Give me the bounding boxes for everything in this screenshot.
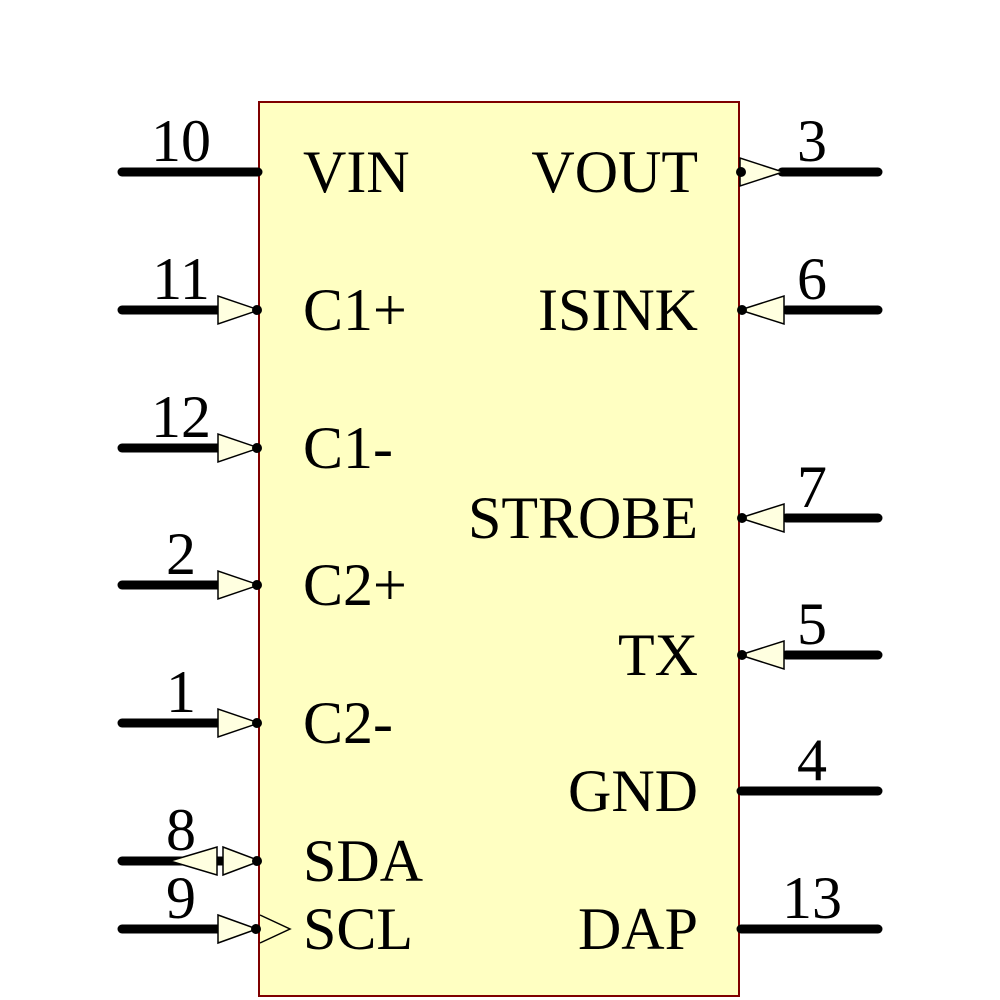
pin-dot <box>252 718 262 728</box>
pin-number-dap: 13 <box>782 865 842 931</box>
pin-label-c2plus: C2+ <box>303 552 407 618</box>
component-body <box>258 101 740 997</box>
pin-number-scl: 9 <box>166 865 196 931</box>
pin-label-dap: DAP <box>577 896 698 962</box>
pin-isink <box>737 294 883 326</box>
input-arrow-icon <box>737 294 785 326</box>
pin-number-vin: 10 <box>151 108 211 174</box>
pin-label-c1minus: C1- <box>303 415 393 481</box>
pin-tx <box>737 639 883 671</box>
pin-label-c2minus: C2- <box>303 690 393 756</box>
pin-number-strobe: 7 <box>797 454 827 520</box>
pin-dot <box>252 305 262 315</box>
pin-label-scl: SCL <box>303 896 414 962</box>
pin-number-c2plus: 2 <box>166 521 196 587</box>
pin-label-vout: VOUT <box>531 139 698 205</box>
pin-label-isink: ISINK <box>538 277 698 343</box>
pin-c1minus <box>117 432 262 464</box>
pin-number-sda: 8 <box>166 797 196 863</box>
input-arrow-icon <box>217 913 260 945</box>
pin-vout <box>736 156 883 188</box>
pin-dot <box>252 856 262 866</box>
pin-label-sda: SDA <box>303 828 424 894</box>
pin-number-isink: 6 <box>797 246 827 312</box>
pin-label-vin: VIN <box>303 139 410 205</box>
pin-number-vout: 3 <box>797 108 827 174</box>
pin-number-gnd: 4 <box>797 727 827 793</box>
bidir-arrow-left-icon <box>167 845 218 877</box>
pin-label-gnd: GND <box>568 758 698 824</box>
input-arrow-icon <box>737 639 785 671</box>
input-arrow-icon <box>217 432 262 464</box>
clock-chevron-icon <box>259 914 292 944</box>
pin-c2plus <box>117 569 262 601</box>
pin-label-c1plus: C1+ <box>303 277 407 343</box>
pin-dot <box>737 305 747 315</box>
pin-number-c2minus: 1 <box>166 659 196 725</box>
input-arrow-icon <box>217 569 262 601</box>
pin-label-strobe: STROBE <box>467 485 698 551</box>
input-arrow-icon <box>217 707 262 739</box>
pin-dot <box>736 167 746 177</box>
pin-c2minus <box>117 707 262 739</box>
input-arrow-icon <box>217 294 262 326</box>
pin-dot <box>251 924 261 934</box>
pin-sda <box>117 845 263 877</box>
pin-dot <box>737 650 747 660</box>
pin-number-c1minus: 12 <box>151 384 211 450</box>
pin-dot <box>252 443 262 453</box>
pin-number-c1plus: 11 <box>152 246 210 312</box>
pin-scl <box>117 913 292 945</box>
pin-dot <box>252 580 262 590</box>
input-arrow-icon <box>737 502 785 534</box>
bidir-arrow-right-icon <box>222 845 263 877</box>
pin-number-tx: 5 <box>797 591 827 657</box>
pin-strobe <box>737 502 883 534</box>
pin-c1plus <box>117 294 262 326</box>
pin-label-tx: TX <box>618 622 698 688</box>
pin-dot <box>737 513 747 523</box>
